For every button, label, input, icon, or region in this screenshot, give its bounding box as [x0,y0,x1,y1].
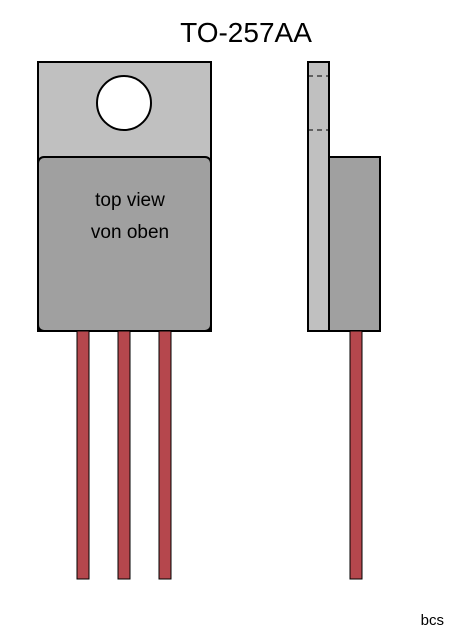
lead-pin-3 [158,330,172,580]
side-mounting-tab [307,61,330,332]
side-package-body [328,156,381,332]
diagram-title: TO-257AA [180,17,312,48]
lead-pin-2 [117,330,131,580]
front-view: top view von oben [37,61,212,580]
mounting-hole [96,75,152,131]
front-package-body [37,156,212,332]
side-view [307,61,381,580]
lead-pin-1 [76,330,90,580]
view-label-german: von oben [91,222,169,243]
view-label-english: top view [95,190,165,211]
author-credit: bcs [421,612,444,629]
side-lead-pin [349,330,363,580]
